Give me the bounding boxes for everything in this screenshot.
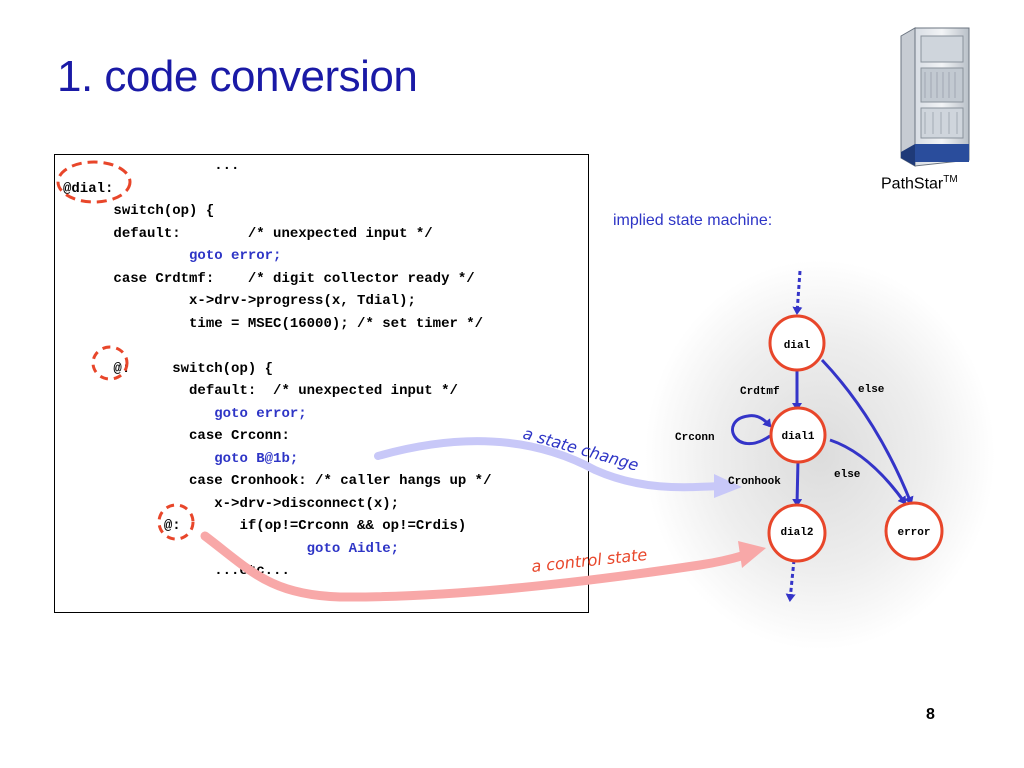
code-line: default: /* unexpected input */ <box>63 223 433 246</box>
code-line: @: if(op!=Crconn && op!=Crdis) <box>63 515 466 538</box>
edge-label-else-1: else <box>858 384 885 396</box>
code-text: @dial: <box>63 180 114 197</box>
edge-label-cronhook: Cronhook <box>728 476 781 488</box>
edge-dial-to-error <box>820 358 914 505</box>
edge-label-crdtmf: Crdtmf <box>740 386 780 398</box>
slide-title: 1. code conversion <box>57 52 418 101</box>
code-listing-box: ... @dial: switch(op) { default: /* unexp… <box>54 154 589 613</box>
state-change-arrow <box>374 437 724 492</box>
code-line: time = MSEC(16000); /* set timer */ <box>63 313 483 336</box>
edge-label-crconn: Crconn <box>675 432 715 444</box>
state-dial2-label: dial2 <box>780 527 813 539</box>
pathstar-server-image <box>900 27 970 167</box>
code-text: time = MSEC(16000); /* set timer */ <box>189 315 484 332</box>
edge-dial1-self-loop <box>731 414 772 445</box>
code-text: ... <box>214 158 240 174</box>
code-line: x->drv->disconnect(x); <box>63 493 399 516</box>
state-dial1-label: dial1 <box>781 431 814 443</box>
code-text: goto error; <box>189 248 282 264</box>
code-text: switch(op) { <box>113 203 215 219</box>
code-text: x->drv->disconnect(x); <box>214 495 400 512</box>
code-text: @: if(op!=Crconn && op!=Crdis) <box>163 518 467 534</box>
first-control-label-highlight <box>91 345 129 381</box>
code-text: goto Aidle; <box>306 540 400 557</box>
state-change-arrowhead <box>714 474 742 498</box>
code-line: x->drv->progress(x, Tdial); <box>63 290 416 313</box>
code-line: default: /* unexpected input */ <box>63 380 458 403</box>
code-text: default: /* unexpected input */ <box>189 383 458 399</box>
code-line: @dial: <box>63 178 113 201</box>
control-state-arrowhead <box>738 541 766 568</box>
page-number: 8 <box>926 706 935 723</box>
code-line: ... <box>63 155 239 178</box>
edge-label-else-2: else <box>834 469 861 481</box>
state-error: error <box>884 501 944 561</box>
code-line: case Cronhook: /* caller hangs up */ <box>63 470 491 493</box>
entry-edge <box>792 270 803 315</box>
edge-dial1-to-error <box>829 438 907 505</box>
code-line: goto Aidle; <box>63 538 399 561</box>
code-line: switch(op) { <box>63 200 214 223</box>
code-text: goto B@1b; <box>214 450 299 467</box>
second-control-label-highlight <box>157 503 195 541</box>
pathstar-name: PathStar <box>881 175 944 193</box>
state-diagram-shading <box>645 260 995 650</box>
state-dial-label: dial <box>784 340 811 352</box>
code-line: goto error; <box>63 403 307 426</box>
code-line: goto error; <box>63 245 281 268</box>
code-text: x->drv->progress(x, Tdial); <box>189 293 416 309</box>
code-text: case Crdtmf: /* digit collector ready */ <box>113 270 475 287</box>
code-line: case Crconn: <box>63 425 290 448</box>
code-line: case Crdtmf: /* digit collector ready */ <box>63 268 475 291</box>
code-line: goto B@1b; <box>63 448 298 471</box>
code-text: default: /* unexpected input */ <box>113 225 433 242</box>
diagram-heading-text: implied state machine: <box>613 212 773 229</box>
state-dial2: dial2 <box>767 503 827 563</box>
code-text: case Cronhook: /* caller hangs up */ <box>189 473 492 489</box>
pathstar-label: PathStarTM <box>881 174 958 193</box>
state-error-label: error <box>897 527 930 539</box>
trademark-symbol: TM <box>943 174 958 185</box>
state-dial: dial <box>768 314 826 372</box>
code-text: goto error; <box>214 405 307 422</box>
dial-label-highlight <box>56 160 132 204</box>
code-text: case Crconn: <box>189 428 290 444</box>
edge-dial1-to-dial2 <box>792 459 803 507</box>
control-state-arrow <box>200 531 750 602</box>
state-dial1: dial1 <box>769 406 827 464</box>
diagram-heading: implied state machine: <box>613 211 772 231</box>
